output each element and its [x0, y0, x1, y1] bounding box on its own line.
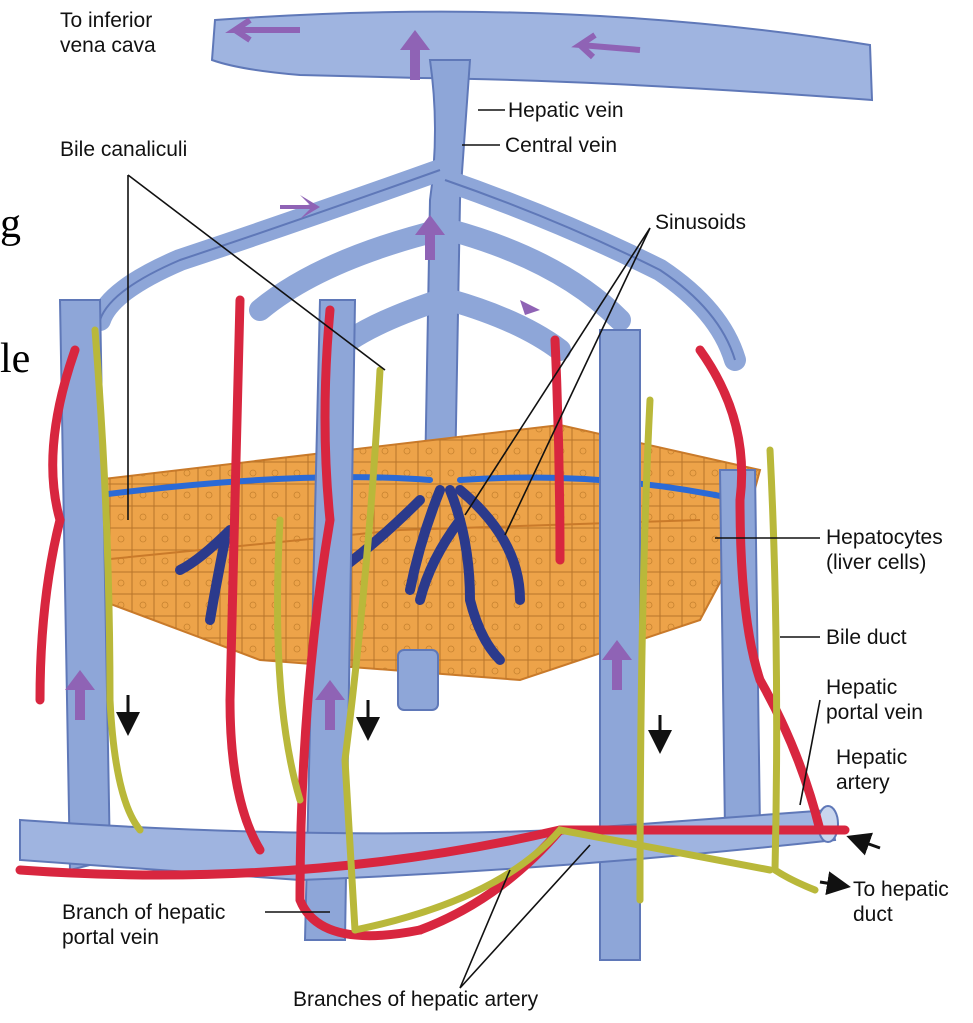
label-hepatic-vein: Hepatic vein — [508, 98, 624, 123]
hepatocyte-plates — [95, 425, 760, 680]
label-hepatic-artery: Hepatic artery — [836, 745, 907, 795]
central-vein — [425, 60, 470, 480]
label-hepatocytes: Hepatocytes (liver cells) — [826, 525, 943, 575]
hepatic-portal-vein-trunk — [20, 810, 835, 880]
label-hepatic-portal-vein: Hepatic portal vein — [826, 675, 923, 725]
label-branches-hepatic-artery: Branches of hepatic artery — [293, 987, 538, 1012]
label-sinusoids: Sinusoids — [655, 210, 746, 235]
clipped-text-fragment: g — [0, 200, 21, 248]
label-bile-duct: Bile duct — [826, 625, 907, 650]
label-inferior-vena-cava: To inferior vena cava — [60, 8, 156, 58]
label-central-vein: Central vein — [505, 133, 617, 158]
inferior-vena-cava — [212, 12, 872, 100]
clipped-text-fragment: le — [0, 335, 30, 383]
label-to-hepatic-duct: To hepatic duct — [853, 877, 949, 927]
label-branch-portal-vein: Branch of hepatic portal vein — [62, 900, 225, 950]
label-bile-canaliculi: Bile canaliculi — [60, 137, 187, 162]
